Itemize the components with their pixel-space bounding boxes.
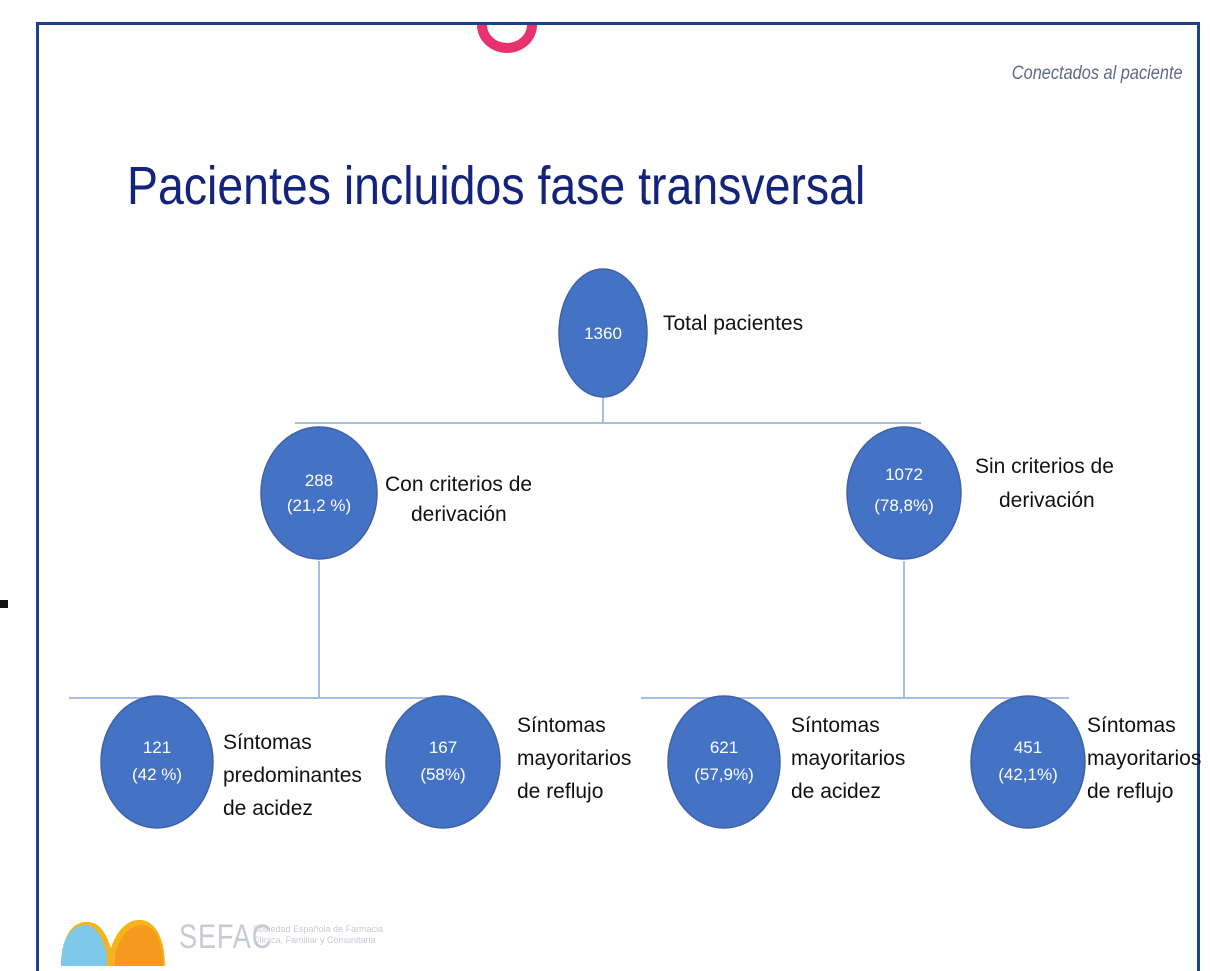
- leaf-pct: (58%): [420, 765, 465, 784]
- slide-tagline: Conectados al paciente: [1012, 63, 1183, 84]
- logo-subtitle-line: Sociedad Española de Farmacia: [253, 924, 384, 934]
- node-root-value: 1360: [584, 324, 622, 343]
- node-right: 1072 (78,8%) Sin criterios de derivación: [846, 426, 1114, 560]
- leaf-value: 451: [1014, 738, 1042, 757]
- slide-frame: Conectados al paciente Pacientes incluid…: [36, 22, 1201, 971]
- leaf-label-3: de reflujo: [517, 780, 603, 803]
- leaf-pct: (42,1%): [998, 765, 1058, 784]
- slide-title: Pacientes incluidos fase transversal: [127, 156, 866, 216]
- leaf-circle: [100, 695, 214, 829]
- node-right-circle: [846, 426, 962, 560]
- node-root-circle: [558, 268, 648, 398]
- leaf-label-2: mayoritarios: [791, 747, 905, 770]
- leaf-label-2: mayoritarios: [517, 747, 631, 770]
- node-left: 288 (21,2 %) Con criterios de derivación: [260, 426, 532, 560]
- bullet-mark: [0, 600, 8, 608]
- logo-subtitle-line: Clínica, Familiar y Comunitaria: [253, 935, 376, 945]
- leaf-label-3: de acidez: [791, 780, 881, 803]
- logo-subtitle: Sociedad Española de Farmacia Clínica, F…: [253, 924, 403, 946]
- node-right-label-2: derivación: [999, 489, 1095, 512]
- leaf-value: 167: [429, 738, 457, 757]
- node-left-label-1: Con criterios de: [385, 473, 532, 496]
- node-left-label-2: derivación: [411, 503, 507, 526]
- leaf-label-1: Síntomas: [791, 714, 880, 737]
- leaf-node: 621 (57,9%) Síntomas mayoritarios de aci…: [667, 695, 905, 829]
- node-left-value: 288: [305, 471, 333, 490]
- leaf-pct: (42 %): [132, 765, 182, 784]
- node-root-label: Total pacientes: [663, 312, 803, 335]
- leaf-value: 121: [143, 738, 171, 757]
- patient-flow-tree: 1360 Total pacientes 288 (21,2 %) Con cr…: [69, 268, 1201, 829]
- leaf-node: 121 (42 %) Síntomas predominantes de aci…: [100, 695, 362, 829]
- leaf-label-1: Síntomas: [517, 714, 606, 737]
- node-right-label-1: Sin criterios de: [975, 455, 1114, 478]
- node-root: 1360 Total pacientes: [558, 268, 803, 398]
- leaf-label-3: de acidez: [223, 797, 313, 820]
- leaf-label-1: Síntomas: [223, 731, 312, 754]
- sefac-logo: SEFAC Sociedad Española de Farmacia Clín…: [57, 910, 397, 970]
- leaf-value: 621: [710, 738, 738, 757]
- node-right-pct: (78,8%): [874, 496, 934, 515]
- leaf-label-2: predominantes: [223, 764, 362, 787]
- sefac-logo-mark-icon: [61, 919, 165, 966]
- leaf-node: 451 (42,1%) Síntomas mayoritarios de ref…: [970, 695, 1201, 829]
- logo-wordmark: SEFAC: [179, 918, 273, 956]
- node-left-circle: [260, 426, 378, 560]
- leaf-label-1: Síntomas: [1087, 714, 1176, 737]
- leaf-circle: [970, 695, 1086, 829]
- leaf-circle: [385, 695, 501, 829]
- leaf-node: 167 (58%) Síntomas mayoritarios de reflu…: [385, 695, 631, 829]
- node-left-pct: (21,2 %): [287, 496, 351, 515]
- leaf-label-3: de reflujo: [1087, 780, 1173, 803]
- node-right-value: 1072: [885, 465, 923, 484]
- leaf-circle: [667, 695, 781, 829]
- leaf-label-2: mayoritarios: [1087, 747, 1201, 770]
- leaf-pct: (57,9%): [694, 765, 754, 784]
